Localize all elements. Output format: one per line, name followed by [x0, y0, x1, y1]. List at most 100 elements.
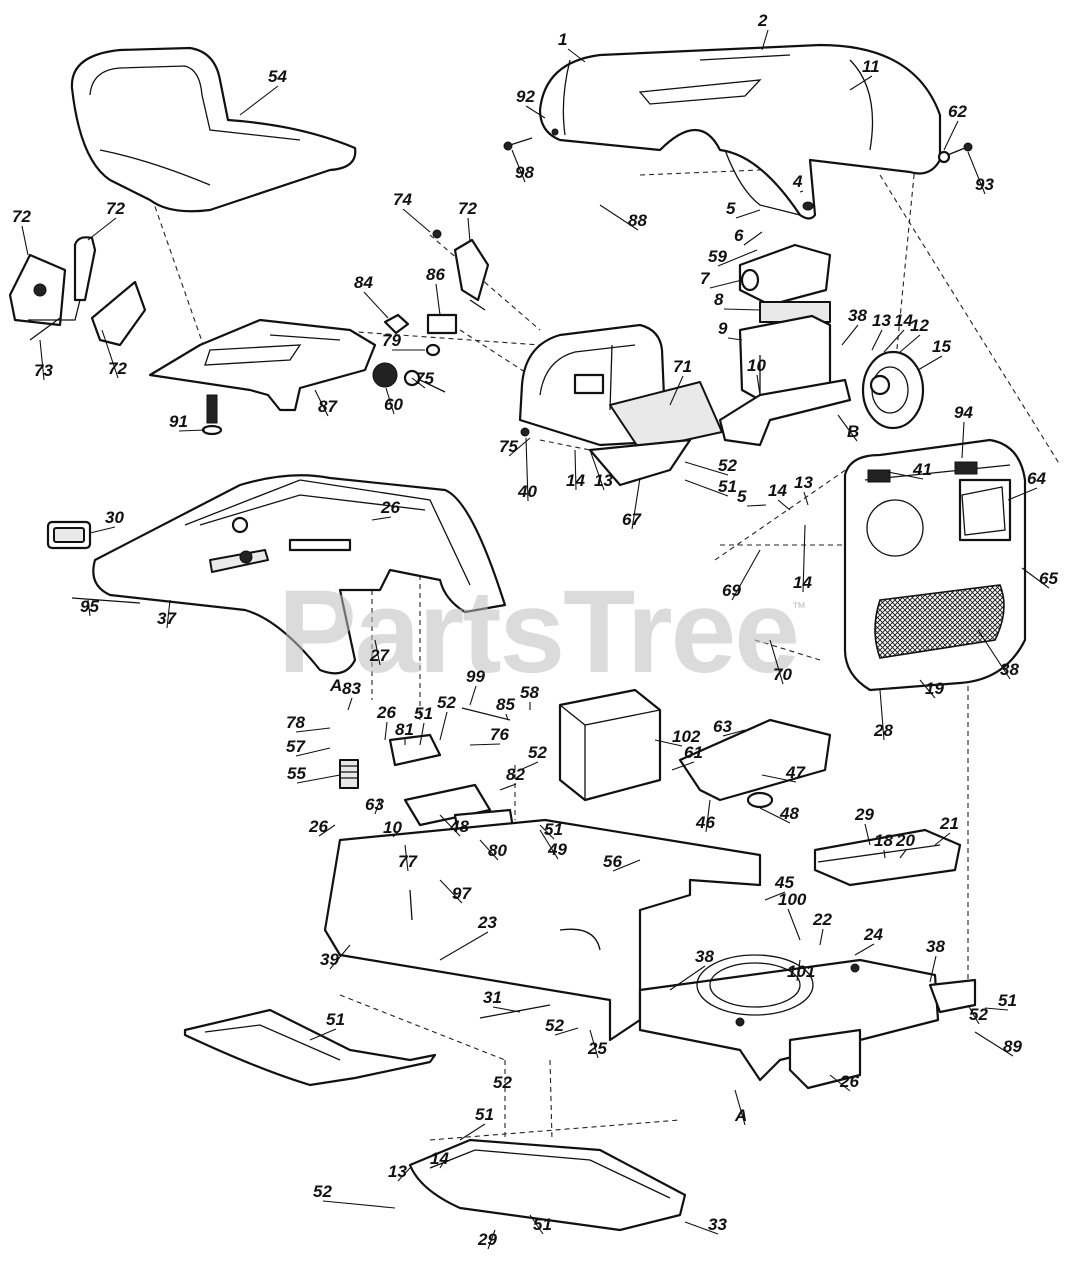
callout-leader-52: [684, 461, 729, 476]
seat: [70, 46, 357, 213]
callout-label-18: 18: [874, 831, 893, 850]
bracket-25: [788, 1028, 862, 1090]
callout-leader-5: [746, 504, 767, 507]
callout-leader-38: [841, 324, 859, 346]
reflector-30: [46, 520, 92, 550]
callout-label-75: 75: [415, 369, 434, 388]
callout-label-51: 51: [998, 991, 1017, 1010]
fender: [71, 474, 507, 675]
callout-leader-24: [854, 943, 875, 956]
callout-label-38: 38: [1000, 660, 1019, 679]
callout-leader-12: [899, 334, 921, 353]
callout-label-39: 39: [320, 950, 339, 969]
switch-86: [426, 313, 458, 335]
callout-leader-18: [883, 849, 886, 859]
battery-holddown-7: [738, 243, 832, 307]
callout-leader-37: [166, 599, 171, 629]
callout-label-1: 1: [558, 30, 567, 49]
callout-leader-4: [799, 190, 804, 193]
callout-label-46: 46: [695, 813, 715, 832]
callout-leader-92: [525, 105, 546, 119]
callout-leader-31: [492, 1006, 521, 1013]
callout-leader-38: [669, 965, 706, 991]
callout-label-95: 95: [80, 597, 99, 616]
callout-label-26: 26: [839, 1072, 859, 1091]
callout-leader-13: [803, 491, 809, 506]
callout-leader-51: [684, 479, 729, 497]
bracket-48-left: [403, 783, 492, 827]
callout-leader-B: [837, 414, 858, 442]
callout-leader-8: [723, 308, 761, 311]
callout-label-38: 38: [695, 947, 714, 966]
footplate-29-lower: [408, 1138, 687, 1232]
callout-label-13: 13: [794, 473, 813, 492]
callout-leader-51: [459, 1123, 486, 1141]
callout-leader-49: [539, 829, 559, 860]
seat-bracket-72: [90, 280, 147, 347]
callout-label-12: 12: [910, 316, 929, 335]
frame: [323, 818, 940, 1082]
callout-label-92: 92: [516, 87, 535, 106]
callout-leader-2: [761, 29, 769, 51]
callout-leader-14: [883, 329, 905, 353]
callout-leader-82: [499, 783, 517, 791]
callout-label-86: 86: [426, 265, 445, 284]
callout-label-51: 51: [533, 1215, 552, 1234]
callout-leader-7: [709, 279, 743, 289]
callout-leader-65: [1021, 567, 1050, 589]
callout-leader-9: [727, 337, 743, 341]
callout-leader-71: [669, 375, 684, 406]
callout-label-69: 69: [722, 581, 741, 600]
callout-label-75: 75: [499, 437, 518, 456]
callout-label-37: 37: [157, 609, 177, 628]
callout-label-9: 9: [718, 319, 728, 338]
callout-leader-22: [819, 928, 824, 946]
callout-label-B: B: [847, 422, 859, 441]
callout-label-41: 41: [912, 460, 932, 479]
callout-leader-54: [239, 85, 279, 116]
light-switch-60: [372, 362, 446, 393]
callout-leader-62: [943, 120, 959, 151]
callout-label-79: 79: [382, 331, 401, 350]
callout-leader-39: [329, 944, 351, 970]
callout-label-10: 10: [747, 356, 766, 375]
callout-label-72: 72: [458, 199, 477, 218]
callout-label-38: 38: [926, 937, 945, 956]
callout-label-97: 97: [452, 884, 472, 903]
callout-label-63: 63: [713, 717, 732, 736]
callout-label-67: 67: [622, 510, 642, 529]
callout-label-72: 72: [108, 359, 127, 378]
callout-label-5: 5: [737, 487, 747, 506]
callout-leader-46: [705, 799, 711, 833]
callout-label-63: 63: [365, 795, 384, 814]
callout-label-88: 88: [628, 211, 647, 230]
callout-label-71: 71: [673, 357, 692, 376]
callout-leader-61: [671, 761, 695, 771]
callout-label-11: 11: [862, 57, 880, 76]
callout-label-6: 6: [734, 226, 744, 245]
callout-leader-5: [735, 209, 761, 219]
callout-label-14: 14: [566, 471, 585, 490]
callout-leader-63: [374, 799, 381, 815]
callout-label-23: 23: [477, 913, 497, 932]
callout-leader-A: [734, 1089, 746, 1126]
callout-label-74: 74: [393, 190, 412, 209]
footrest-31-left: [183, 1008, 437, 1087]
callout-leader-73: [39, 339, 45, 381]
callout-label-31: 31: [483, 988, 502, 1007]
callout-leader-11: [849, 75, 873, 91]
callout-leader-21: [934, 832, 951, 846]
callout-label-76: 76: [490, 725, 509, 744]
callout-leader-41: [887, 471, 924, 480]
key-switch-84: [383, 313, 410, 335]
callout-label-38: 38: [848, 306, 867, 325]
callout-leader-38: [977, 629, 1011, 680]
callout-label-54: 54: [268, 67, 287, 86]
callout-label-7: 7: [700, 269, 711, 288]
callout-leader-28: [879, 689, 885, 741]
callout-label-100: 100: [778, 890, 807, 909]
callout-leader-26: [384, 721, 388, 741]
callout-leader-51: [529, 1214, 544, 1235]
headlight-15: [861, 350, 925, 430]
